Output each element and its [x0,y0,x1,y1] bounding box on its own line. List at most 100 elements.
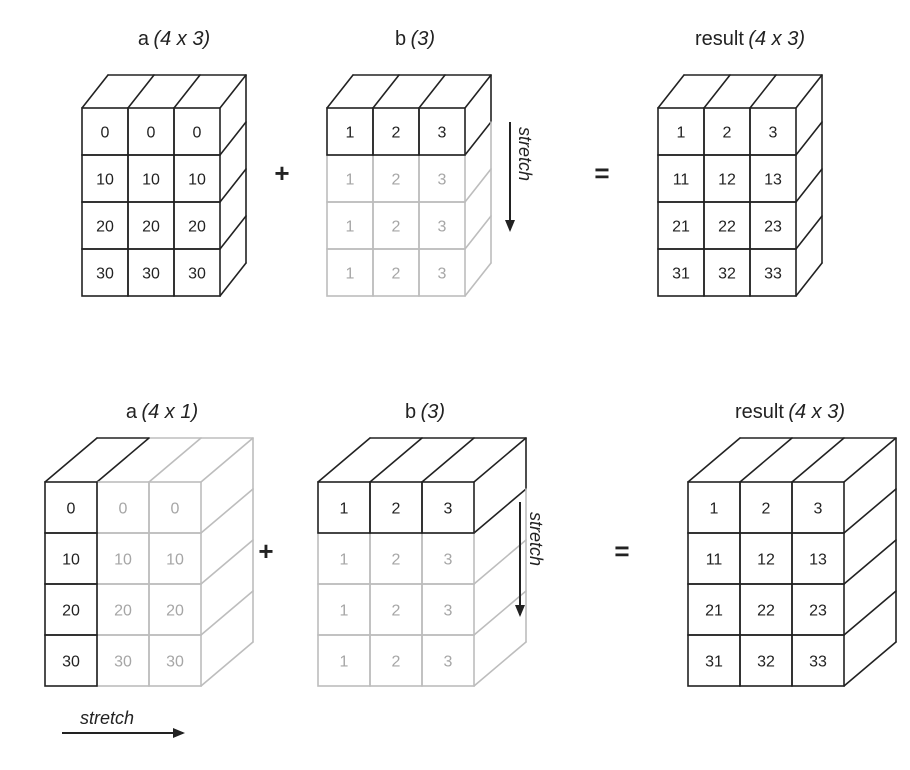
top-equals-operator: = [594,158,609,188]
cell-value: 2 [392,603,401,620]
top-face-depth-line [791,437,845,483]
cell-value: 23 [809,603,827,620]
right-face-depth-line [795,121,823,156]
cell-value: 0 [119,501,128,518]
cell-value: 10 [166,552,184,569]
grid-cell [148,634,202,687]
right-face-depth-line [843,488,897,534]
cell-value: 11 [706,552,723,569]
cell-value: 13 [809,552,827,569]
right-face-depth-line [200,488,254,534]
right-face-depth-line [464,215,492,250]
grid-cell [421,634,475,687]
cell-value: 30 [166,654,184,671]
right-face-depth-line [795,215,823,250]
cell-value: 1 [346,125,355,142]
cell-value: 30 [188,266,206,283]
bottom-b-stretch-label: stretch [526,512,546,566]
right-face-depth-line [464,121,492,156]
cell-value: 3 [444,552,453,569]
cell-value: 10 [142,172,160,189]
cell-value: 1 [710,501,719,518]
top-face-depth-line [148,437,202,483]
grid-cell [749,248,797,297]
cell-value: 2 [392,552,401,569]
top-result-title: result (4 x 3) [695,28,805,50]
top-face-depth-line [372,74,400,109]
cell-value: 1 [346,266,355,283]
grid-cell [791,634,845,687]
cell-value: 1 [340,654,349,671]
cell-value: 21 [705,603,723,620]
cell-value: 2 [723,125,732,142]
grid-cell [44,634,98,687]
cell-value: 2 [762,501,771,518]
top-face-depth-line [421,437,475,483]
cell-value: 22 [718,219,736,236]
top-plus-operator: + [274,158,289,188]
cell-value: 0 [193,125,202,142]
right-face-depth-line [200,539,254,585]
top-face-depth-line [81,74,109,109]
cell-value: 33 [809,654,827,671]
bottom-b-title: b (3) [405,401,445,423]
cell-value: 2 [392,125,401,142]
cell-value: 20 [114,603,132,620]
top-b-title: b (3) [395,28,435,50]
cell-value: 3 [769,125,778,142]
top-face-depth-line [739,437,793,483]
cell-value: 21 [672,219,690,236]
bottom-equals-operator: = [614,536,629,566]
cell-value: 1 [340,603,349,620]
right-face-depth-line [473,488,527,534]
grid-cell [418,107,466,156]
top-face-depth-line [703,74,731,109]
right-face-depth-line [795,168,823,203]
cell-value: 0 [101,125,110,142]
top-face-depth-line [369,437,423,483]
cell-value: 13 [764,172,782,189]
right-face-depth-line [473,641,527,687]
right-face-depth-line [843,641,897,687]
cell-value: 2 [392,654,401,671]
top-face-depth-line [173,74,201,109]
cell-value: 1 [346,172,355,189]
top-face-depth-line [200,437,254,483]
right-face-depth-line [200,641,254,687]
grid-cell [421,481,475,534]
right-face-depth-line [219,168,247,203]
cell-value: 20 [142,219,160,236]
right-face-depth-line [473,590,527,636]
right-face-depth-line [219,121,247,156]
cell-value: 11 [673,172,690,189]
bottom-result-title: result (4 x 3) [735,401,845,423]
top-face-depth-line [795,74,823,109]
bottom-a-title: a (4 x 1) [126,401,198,423]
cell-value: 2 [392,219,401,236]
cell-value: 1 [677,125,686,142]
cell-value: 2 [392,172,401,189]
right-face-depth-line [219,262,247,297]
top-face-depth-line [44,437,98,483]
cell-value: 2 [392,501,401,518]
right-face-depth-line [219,215,247,250]
cell-value: 1 [346,219,355,236]
cell-value: 30 [142,266,160,283]
cell-value: 3 [444,654,453,671]
top-face-depth-line [326,74,354,109]
cell-value: 20 [96,219,114,236]
cell-value: 10 [62,552,80,569]
right-face-depth-line [464,262,492,297]
bottom-plus-operator: + [258,536,273,566]
cell-value: 1 [340,552,349,569]
cell-value: 20 [166,603,184,620]
cell-value: 3 [438,266,447,283]
cell-value: 30 [114,654,132,671]
top-face-depth-line [464,74,492,109]
top-face-depth-line [687,437,741,483]
cell-value: 0 [147,125,156,142]
